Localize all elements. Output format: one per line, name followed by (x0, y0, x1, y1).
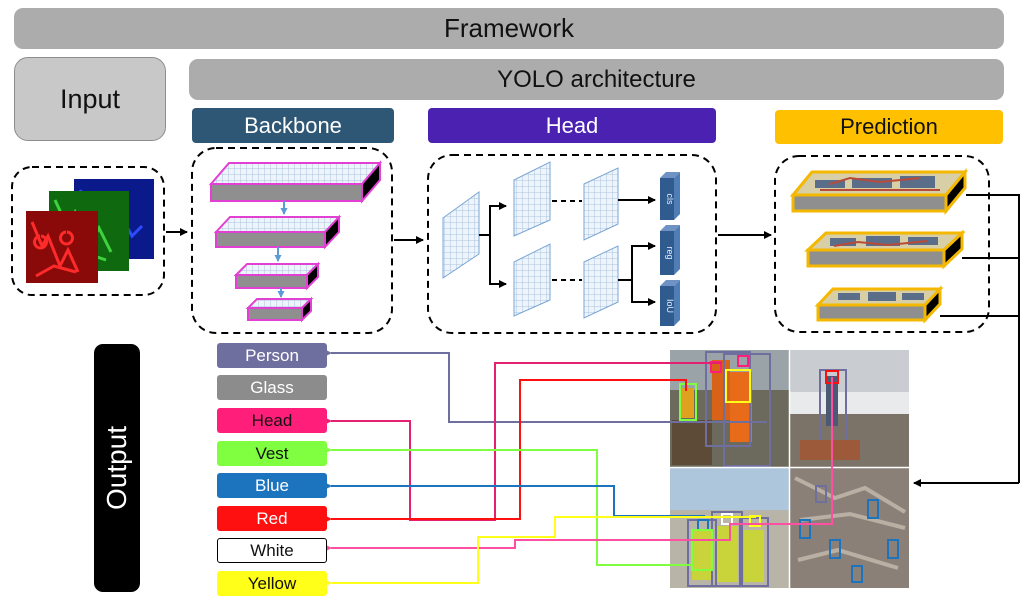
framework-title: Framework (14, 8, 1004, 49)
cls-label: cls (665, 194, 675, 205)
head-title: Head (428, 108, 716, 143)
class-head: Head (217, 408, 327, 433)
output-label: Output (101, 425, 132, 511)
backbone-layers (208, 160, 383, 323)
prediction-title: Prediction (775, 110, 1003, 144)
rgb-channel-images (26, 179, 154, 283)
yolo-architecture-title: YOLO architecture (189, 59, 1004, 100)
input-image-frame (11, 166, 165, 296)
class-vest: Vest (217, 441, 327, 466)
class-yellow: Yellow (217, 571, 327, 596)
prediction-layers (789, 167, 969, 324)
backbone-frame (191, 147, 393, 334)
class-red: Red (217, 506, 327, 531)
class-person: Person (217, 343, 327, 368)
class-glass: Glass (217, 375, 327, 400)
class-connectors (323, 348, 833, 588)
prediction-frame (774, 155, 990, 333)
backbone-title: Backbone (192, 108, 394, 143)
output-label-box (94, 344, 140, 592)
reg-output-block (660, 225, 680, 275)
iou-output-block (660, 280, 680, 326)
class-white: White (217, 538, 327, 563)
iou-label: IoU (665, 299, 675, 313)
class-blue: Blue (217, 473, 327, 498)
input-label: Input (14, 57, 166, 141)
head-layers: cls reg IoU (442, 161, 680, 326)
output-images (668, 350, 909, 588)
cls-output-block (660, 172, 680, 220)
head-frame (427, 154, 717, 334)
reg-label: reg (665, 246, 675, 259)
